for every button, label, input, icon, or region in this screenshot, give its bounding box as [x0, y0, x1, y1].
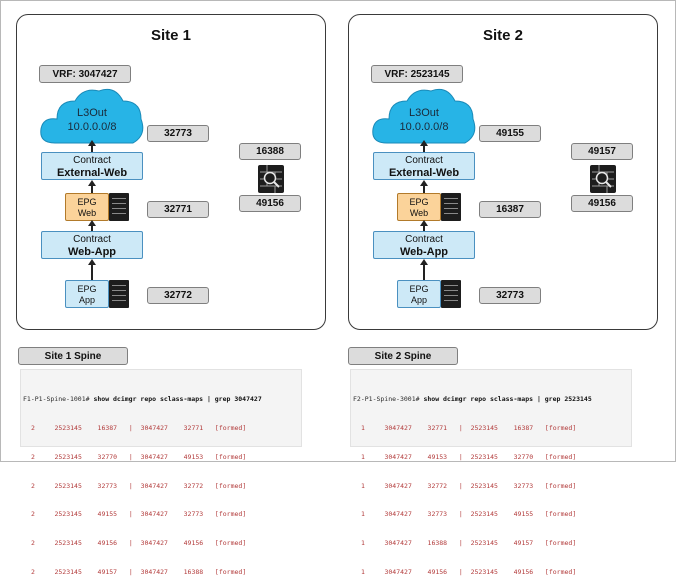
- cli-row: 1 3047427 16388 | 2523145 49157 [formed]: [361, 539, 577, 548]
- l3out-name: L3Out: [409, 107, 439, 119]
- contract-web-app: Contract Web-App: [373, 231, 475, 259]
- contract-name: External-Web: [56, 167, 128, 179]
- cli-row: 1 3047427 32771 | 2523145 16387 [formed]: [361, 423, 577, 432]
- contract-external-web: Contract External-Web: [373, 152, 475, 180]
- epg-name: App: [410, 295, 427, 305]
- cloud-icon: [372, 88, 476, 144]
- epg-label: EPG: [409, 284, 429, 294]
- contract-name: Web-App: [399, 246, 449, 258]
- cli-row: 2 2523145 16387 | 3047427 32771 [formed]: [31, 423, 247, 432]
- l3out-subnet: 10.0.0.0/8: [399, 121, 449, 133]
- epg-label: EPG: [77, 197, 97, 207]
- epg-label: EPG: [77, 284, 97, 294]
- firewall-sclass-bottom: 49156: [571, 195, 633, 212]
- contract-name: External-Web: [388, 167, 460, 179]
- epg-web-sclass: 32771: [147, 201, 209, 218]
- cli-row: 2 2523145 32770 | 3047427 49153 [formed]: [31, 452, 247, 461]
- site-2-cli-output: F2-P1-Spine-3001# show dcimgr repo sclas…: [350, 369, 632, 576]
- firewall-sclass-top: 49157: [571, 143, 633, 160]
- epg-app: EPG App: [65, 280, 109, 308]
- arrow-up-icon: [88, 180, 96, 193]
- epg-name: Web: [77, 208, 97, 218]
- cloud-icon: [40, 88, 144, 144]
- contract-label: Contract: [405, 155, 443, 166]
- site-1-cli-output: F1-P1-Spine-1001# show dcimgr repo sclas…: [20, 369, 302, 576]
- site-title: Site 2: [482, 27, 524, 44]
- epg-label: EPG: [409, 197, 429, 207]
- contract-label: Contract: [405, 234, 443, 245]
- arrow-up-icon: [420, 259, 428, 280]
- cli-command: show dcimgr repo sclass-maps | grep 2523…: [423, 395, 592, 404]
- site-title: Site 1: [150, 27, 192, 44]
- epg-web: EPG Web: [65, 193, 109, 221]
- firewall-sclass-top: 16388: [239, 143, 301, 160]
- server-icon: [109, 193, 129, 221]
- site-2-panel: Site 2 VRF: 2523145 L3Out 10.0.0.0/8 491…: [348, 14, 658, 330]
- cli-row: 1 3047427 32773 | 2523145 49155 [formed]: [361, 510, 577, 519]
- server-icon: [441, 193, 461, 221]
- cli-command-line: F2-P1-Spine-3001# show dcimgr repo sclas…: [351, 395, 631, 405]
- arrow-up-icon: [88, 259, 96, 280]
- arrow-up-icon: [88, 140, 96, 152]
- contract-name: Web-App: [67, 246, 117, 258]
- site-1-panel: Site 1 VRF: 3047427 L3Out 10.0.0.0/8 327…: [16, 14, 326, 330]
- contract-web-app: Contract Web-App: [41, 231, 143, 259]
- epg-app-sclass: 32773: [479, 287, 541, 304]
- cli-command: show dcimgr repo sclass-maps | grep 3047…: [93, 395, 262, 404]
- firewall-sclass-bottom: 49156: [239, 195, 301, 212]
- l3out-sclass: 32773: [147, 125, 209, 142]
- cli-row: 2 2523145 32773 | 3047427 32772 [formed]: [31, 481, 247, 490]
- cli-row: 1 3047427 49156 | 2523145 49156 [formed]: [361, 567, 577, 576]
- epg-web: EPG Web: [397, 193, 441, 221]
- firewall-icon: [590, 165, 616, 193]
- cli-row: 1 3047427 32772 | 2523145 32773 [formed]: [361, 481, 577, 490]
- cli-row: 2 2523145 49155 | 3047427 32773 [formed]: [31, 510, 247, 519]
- epg-name: App: [78, 295, 95, 305]
- epg-app: EPG App: [397, 280, 441, 308]
- arrow-up-icon: [420, 180, 428, 193]
- arrow-up-icon: [420, 220, 428, 231]
- epg-name: Web: [409, 208, 429, 218]
- arrow-up-icon: [420, 140, 428, 152]
- cli-command-line: F1-P1-Spine-1001# show dcimgr repo sclas…: [21, 395, 301, 405]
- cli-prompt: F1-P1-Spine-1001#: [23, 395, 90, 404]
- epg-app-sclass: 32772: [147, 287, 209, 304]
- site-1-spine-label: Site 1 Spine: [18, 347, 128, 365]
- cli-row: 1 3047427 49153 | 2523145 32770 [formed]: [361, 452, 577, 461]
- vrf-label: VRF: 2523145: [371, 65, 463, 83]
- vrf-label: VRF: 3047427: [39, 65, 131, 83]
- arrow-up-icon: [88, 220, 96, 231]
- site-2-spine-label: Site 2 Spine: [348, 347, 458, 365]
- cli-row: 2 2523145 49156 | 3047427 49156 [formed]: [31, 539, 247, 548]
- l3out-subnet: 10.0.0.0/8: [67, 121, 117, 133]
- l3out-name: L3Out: [77, 107, 107, 119]
- cli-prompt: F2-P1-Spine-3001#: [353, 395, 420, 404]
- server-icon: [441, 280, 461, 308]
- epg-web-sclass: 16387: [479, 201, 541, 218]
- server-icon: [109, 280, 129, 308]
- contract-label: Contract: [73, 155, 111, 166]
- l3out-sclass: 49155: [479, 125, 541, 142]
- firewall-icon: [258, 165, 284, 193]
- contract-label: Contract: [73, 234, 111, 245]
- cli-row: 2 2523145 49157 | 3047427 16388 [formed]: [31, 567, 247, 576]
- contract-external-web: Contract External-Web: [41, 152, 143, 180]
